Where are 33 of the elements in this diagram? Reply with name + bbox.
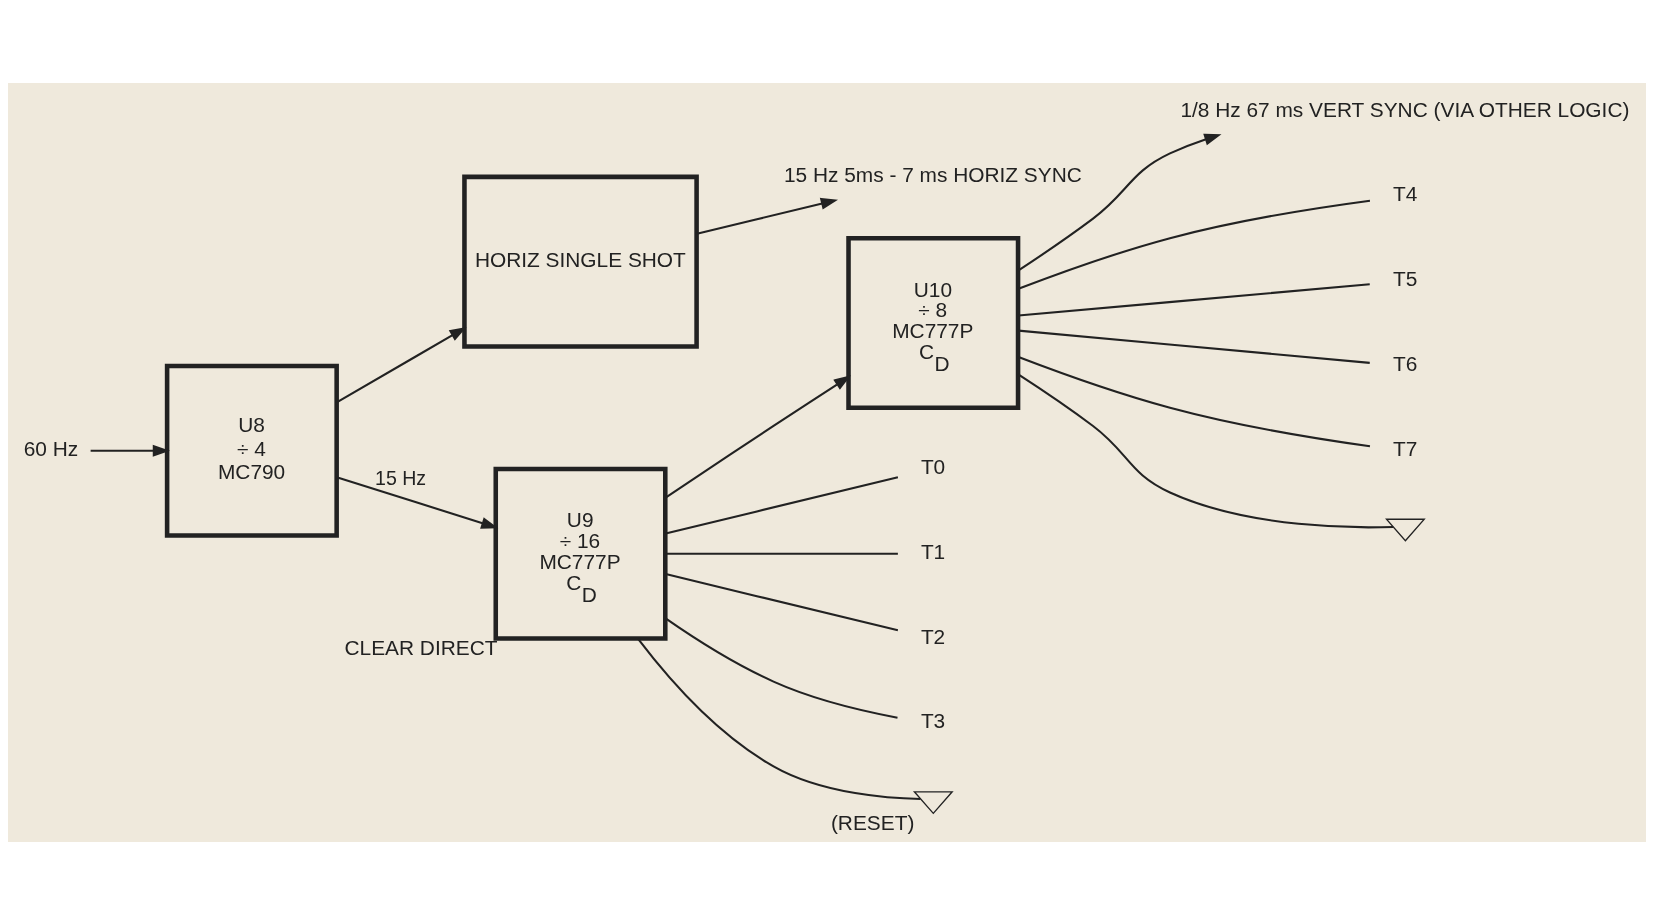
node-text: T6 (1392, 351, 1418, 375)
connector (1017, 372, 1394, 528)
connector (665, 475, 899, 534)
node-text: 60 Hz (23, 436, 79, 460)
connector (665, 572, 899, 631)
arrow (665, 374, 852, 498)
node-ground (912, 790, 954, 814)
node-text: T3 (920, 708, 946, 732)
connector (665, 552, 898, 555)
node-text: 15 Hz 5ms - 7 ms HORIZ SYNC (783, 162, 1082, 186)
node-text: T7 (1392, 436, 1418, 460)
connector (637, 637, 921, 800)
edge-label: 15 Hz (375, 466, 427, 489)
arrow (336, 326, 467, 403)
connector (1018, 282, 1370, 317)
arrow (336, 475, 499, 529)
node-text: T5 (1392, 266, 1418, 290)
node-text: T1 (920, 539, 946, 563)
node-box: HORIZ SINGLE SHOT (462, 174, 699, 349)
connector (1018, 355, 1371, 447)
node-ground (1385, 518, 1426, 542)
arrow (696, 197, 838, 235)
arrow (1017, 133, 1222, 272)
node-text: T2 (920, 624, 946, 648)
connector (1018, 329, 1370, 364)
arrow (90, 444, 170, 457)
connector (665, 617, 898, 719)
connector (1018, 199, 1371, 290)
node-box: U8 ÷ 4 MC790 (164, 363, 339, 538)
node-text: 1/8 Hz 67 ms VERT SYNC (VIA OTHER LOGIC) (1180, 97, 1630, 121)
node-text: T4 (1392, 181, 1418, 205)
node-label: (RESET) (830, 810, 915, 834)
node-text: T0 (920, 454, 946, 478)
